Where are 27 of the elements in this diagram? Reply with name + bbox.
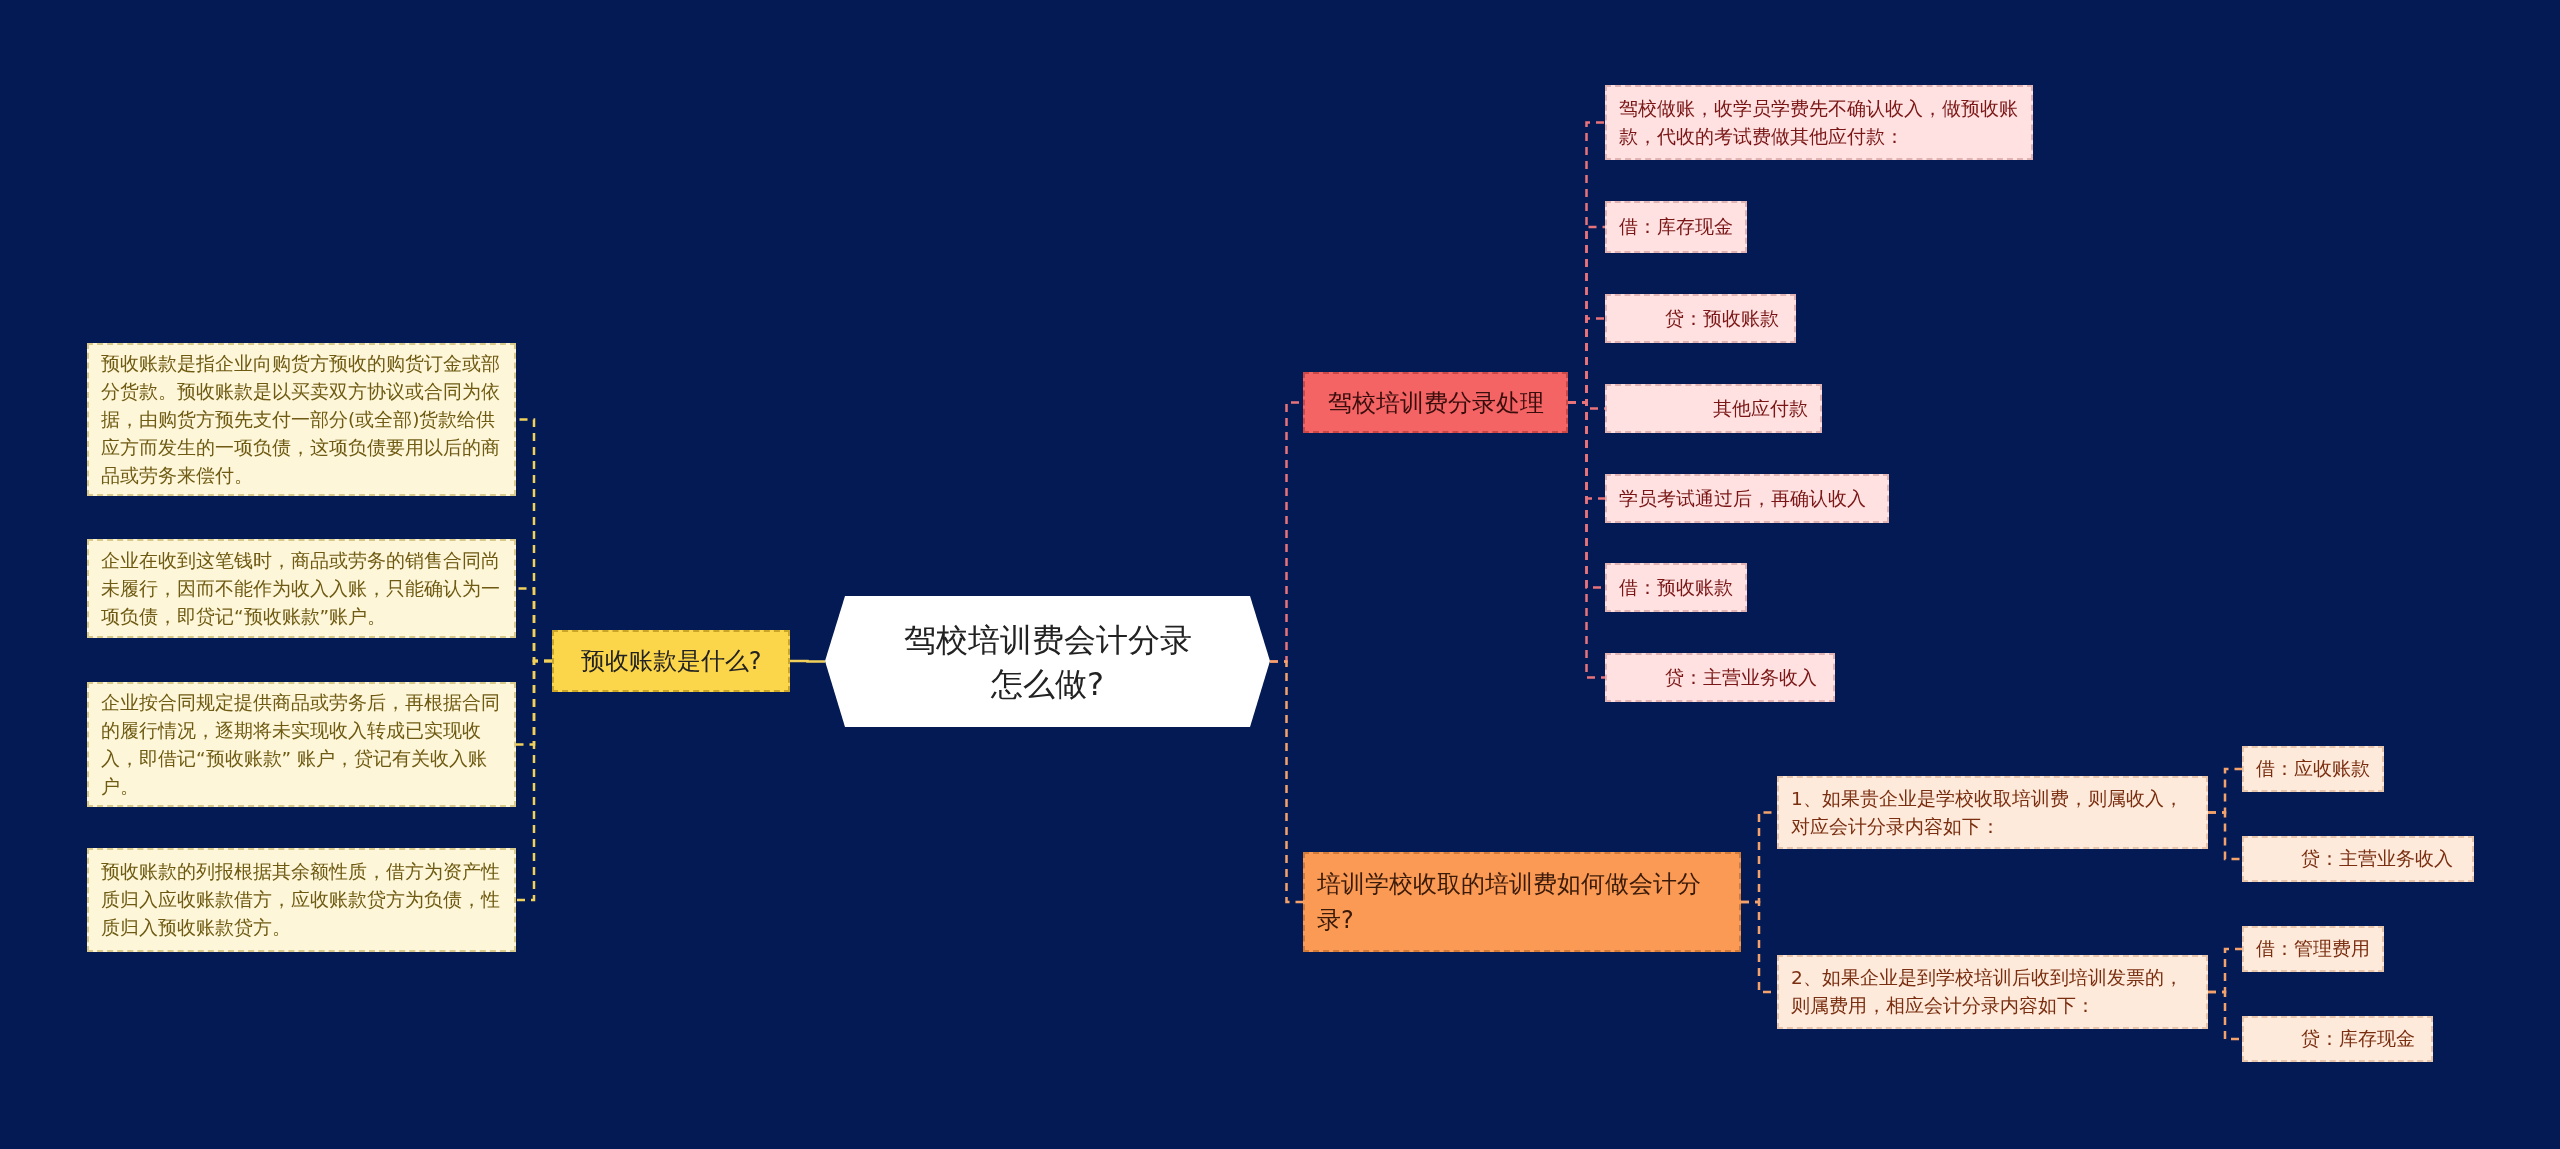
entry-box: 贷：主营业务收入 [2242,836,2474,882]
note-box: 预收账款的列报根据其余额性质，借方为资产性质归入应收账款借方，应收账款贷方为负债，性质归入预收账款贷方。 [87,848,516,952]
connector [1568,401,1605,679]
connector [516,659,552,902]
entry-box: 贷：库存现金 [2242,1016,2433,1062]
topic-box: 预收账款是什么? [552,630,790,692]
connector [790,659,825,663]
entry-box: 学员考试通过后，再确认收入 [1605,474,1889,523]
note-box: 预收账款是指企业向购货方预收的购货订金或部分货款。预收账款是以买卖双方协议或合同为依据，由购货方预先支付一部分(或全部)货款给供应方而发生的一项负债，这项负债要用以后的商品或劳务来偿付。 [87,343,516,496]
entry-box: 借：预收账款 [1605,563,1747,612]
entry-box: 1、如果贵企业是学校收取培训费，则属收入，对应会计分录内容如下： [1777,776,2208,849]
entry-box: 借：应收账款 [2242,746,2384,792]
central-topic: 驾校培训费会计分录怎么做? [825,596,1270,727]
connector [2208,811,2242,861]
entry-box: 借：库存现金 [1605,201,1747,253]
topic-box: 驾校培训费分录处理 [1303,372,1568,433]
entry-box: 2、如果企业是到学校培训后收到培训发票的，则属费用，相应会计分录内容如下： [1777,955,2208,1029]
connector [1270,660,1303,904]
entry-box: 驾校做账，收学员学费先不确认收入，做预收账款，代收的考试费做其他应付款： [1605,85,2033,160]
entry-box: 贷：主营业务收入 [1605,653,1835,702]
note-box: 企业按合同规定提供商品或劳务后，再根据合同的履行情况，逐期将未实现收入转成已实现收入，即借记“预收账款” 账户，贷记有关收入账户。 [87,682,516,807]
connector [2208,990,2242,1041]
note-box: 企业在收到这笔钱时，商品或劳务的销售合同尚未履行，因而不能作为收入入账，只能确认为一项负债，即贷记“预收账款”账户。 [87,539,516,638]
entry-box: 其他应付款 [1605,384,1822,433]
topic-box: 培训学校收取的培训费如何做会计分录? [1303,852,1741,952]
entry-box: 借：管理费用 [2242,926,2384,972]
entry-box: 贷：预收账款 [1605,294,1796,343]
